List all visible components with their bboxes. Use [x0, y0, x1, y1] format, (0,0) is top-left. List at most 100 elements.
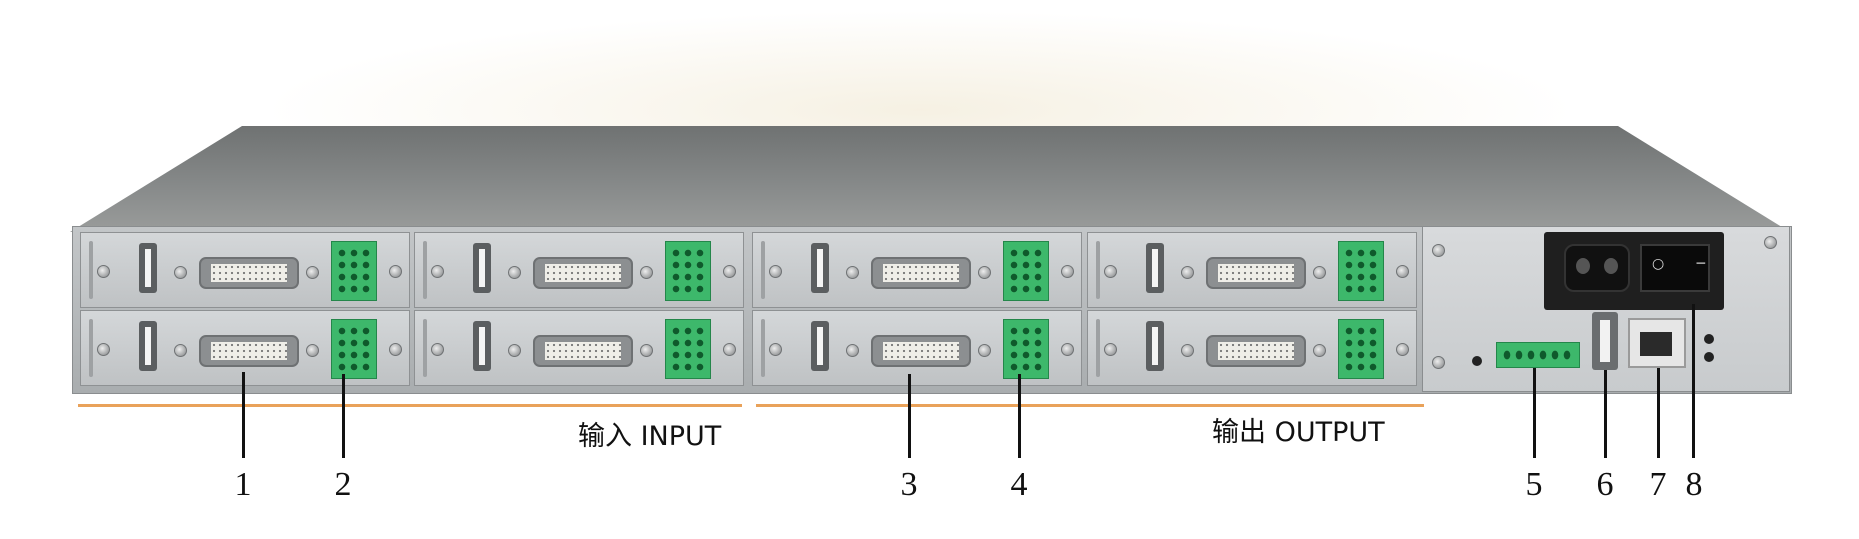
- callout-3: 3: [900, 466, 918, 503]
- terminal-block: [1338, 241, 1384, 301]
- terminal-block: [331, 319, 377, 379]
- dvi-port: [871, 335, 971, 367]
- callout-7: 7: [1649, 466, 1667, 503]
- screw-icon: [431, 265, 444, 278]
- screw-icon: [723, 265, 736, 278]
- dvi-port: [1206, 257, 1306, 289]
- screw-icon: [306, 266, 319, 279]
- input-card-1: [80, 232, 410, 308]
- dvi-port: [199, 257, 299, 289]
- chassis-top: [70, 126, 1790, 232]
- screw-icon: [1104, 265, 1117, 278]
- screw-icon: [508, 266, 521, 279]
- pull-tab: [89, 319, 93, 377]
- leader-line-4: [1018, 374, 1021, 458]
- leader-line-5: [1533, 368, 1536, 458]
- screw-icon: [723, 343, 736, 356]
- pull-tab: [761, 241, 765, 299]
- pull-tab: [423, 241, 427, 299]
- screw-icon: [389, 343, 402, 356]
- usb-port: [139, 321, 157, 371]
- screw-icon: [306, 344, 319, 357]
- usb-port: [473, 243, 491, 293]
- leader-line-6: [1604, 370, 1607, 458]
- input-section-label: 输入 INPUT: [578, 421, 722, 452]
- screw-icon: [508, 344, 521, 357]
- output-card-1: [752, 232, 1082, 308]
- callout-1: 1: [234, 466, 252, 503]
- input-card-4: [414, 310, 744, 386]
- leader-line-2: [342, 374, 345, 458]
- callout-5: 5: [1525, 466, 1543, 503]
- screw-icon: [846, 344, 859, 357]
- screw-icon: [1764, 236, 1777, 249]
- power-switch-icon: ○ ─: [1652, 256, 1720, 272]
- screw-icon: [1313, 344, 1326, 357]
- screw-icon: [1313, 266, 1326, 279]
- pull-tab: [761, 319, 765, 377]
- terminal-block: [665, 241, 711, 301]
- screw-icon: [1432, 356, 1445, 369]
- usb-port: [139, 243, 157, 293]
- input-card-2: [80, 310, 410, 386]
- pull-tab: [1096, 241, 1100, 299]
- input-card-3: [414, 232, 744, 308]
- pull-tab: [1096, 319, 1100, 377]
- callout-4: 4: [1010, 466, 1028, 503]
- screw-icon: [640, 344, 653, 357]
- terminal-block: [665, 319, 711, 379]
- screw-icon: [1396, 265, 1409, 278]
- terminal-block: [1003, 241, 1049, 301]
- indicator-led: [1704, 334, 1714, 344]
- output-section-label: 输出 OUTPUT: [1212, 417, 1385, 448]
- dvi-port: [533, 335, 633, 367]
- screw-icon: [978, 266, 991, 279]
- screw-icon: [1181, 266, 1194, 279]
- usb-port: [1146, 243, 1164, 293]
- screw-icon: [1432, 244, 1445, 257]
- screw-icon: [640, 266, 653, 279]
- usb-port: [811, 321, 829, 371]
- screw-icon: [1061, 343, 1074, 356]
- ethernet-port: [1628, 318, 1686, 368]
- power-switch: [1640, 244, 1710, 292]
- usb-port: [811, 243, 829, 293]
- leader-line-1: [242, 372, 245, 458]
- screw-icon: [1104, 343, 1117, 356]
- terminal-block: [1003, 319, 1049, 379]
- usb-port: [473, 321, 491, 371]
- screw-icon: [1396, 343, 1409, 356]
- output-card-3: [1087, 232, 1417, 308]
- pull-tab: [423, 319, 427, 377]
- usb-port: [1146, 321, 1164, 371]
- screw-icon: [769, 343, 782, 356]
- callout-8: 8: [1685, 466, 1703, 503]
- leader-line-3: [908, 374, 911, 458]
- dvi-port: [871, 257, 971, 289]
- output-section-line: [756, 404, 1424, 407]
- leader-line-8: [1692, 304, 1695, 458]
- screw-icon: [97, 265, 110, 278]
- indicator-led: [1472, 356, 1482, 366]
- screw-icon: [431, 343, 444, 356]
- screw-icon: [1061, 265, 1074, 278]
- pull-tab: [89, 241, 93, 299]
- screw-icon: [389, 265, 402, 278]
- dvi-port: [1206, 335, 1306, 367]
- screw-icon: [174, 344, 187, 357]
- output-card-4: [1087, 310, 1417, 386]
- screw-icon: [978, 344, 991, 357]
- output-card-2: [752, 310, 1082, 386]
- dvi-port: [199, 335, 299, 367]
- screw-icon: [174, 266, 187, 279]
- leader-line-7: [1657, 368, 1660, 458]
- control-terminal-block: [1496, 342, 1580, 368]
- callout-6: 6: [1596, 466, 1614, 503]
- usb-port: [1592, 312, 1618, 370]
- screw-icon: [97, 343, 110, 356]
- indicator-led: [1704, 352, 1714, 362]
- terminal-block: [1338, 319, 1384, 379]
- terminal-block: [331, 241, 377, 301]
- callout-2: 2: [334, 466, 352, 503]
